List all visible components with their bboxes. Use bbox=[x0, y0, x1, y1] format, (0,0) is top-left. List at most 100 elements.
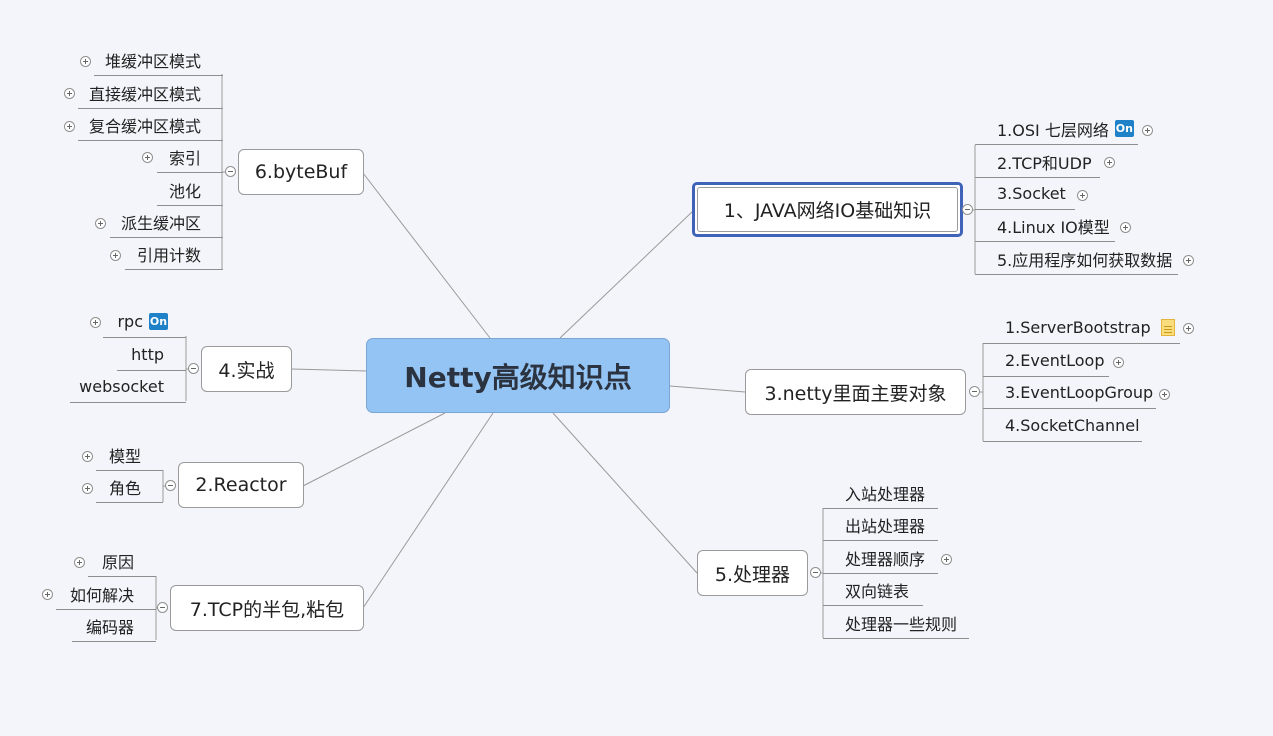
branch-java-io-collapse-toggle[interactable] bbox=[962, 204, 973, 215]
leaf-pooling-label: 池化 bbox=[168, 181, 201, 201]
leaf-http[interactable]: http bbox=[117, 339, 186, 371]
branch-practice[interactable]: 4.实战 bbox=[201, 346, 292, 392]
leaf-serverbootstrap[interactable]: 1.ServerBootstrap bbox=[983, 312, 1180, 344]
leaf-serverbootstrap-label: 1.ServerBootstrap bbox=[1005, 318, 1151, 337]
leaf-outbound-handler-label: 出站处理器 bbox=[845, 516, 926, 536]
leaf-handler-rules[interactable]: 处理器一些规则 bbox=[823, 607, 969, 639]
leaf-index[interactable]: 索引 bbox=[157, 141, 223, 173]
leaf-composite-buffer[interactable]: 复合缓冲区模式 bbox=[78, 109, 223, 141]
leaf-app-data-expand-toggle[interactable] bbox=[1183, 255, 1194, 266]
leaf-model-label: 模型 bbox=[108, 446, 141, 466]
leaf-app-data[interactable]: 5.应用程序如何获取数据 bbox=[975, 243, 1178, 275]
leaf-index-expand-toggle[interactable] bbox=[142, 152, 153, 163]
branch-practice-collapse-toggle[interactable] bbox=[188, 363, 199, 374]
branch-handlers-label: 5.处理器 bbox=[714, 563, 791, 586]
leaf-ref-count-expand-toggle[interactable] bbox=[110, 250, 121, 261]
branch-reactor[interactable]: 2.Reactor bbox=[178, 462, 304, 508]
leaf-handler-rules-label: 处理器一些规则 bbox=[845, 614, 958, 634]
branch-practice-label: 4.实战 bbox=[218, 359, 275, 382]
branch-handlers-collapse-toggle[interactable] bbox=[810, 567, 821, 578]
leaf-cause-label: 原因 bbox=[101, 552, 134, 572]
leaf-how-to-solve-label: 如何解决 bbox=[69, 585, 134, 605]
leaf-encoder[interactable]: 编码器 bbox=[72, 610, 156, 642]
branch-netty-objects-collapse-toggle[interactable] bbox=[969, 386, 980, 397]
leaf-linux-io[interactable]: 4.Linux IO模型 bbox=[975, 210, 1115, 242]
branch-bytebuf-collapse-toggle[interactable] bbox=[225, 166, 236, 177]
leaf-tcp-udp[interactable]: 2.TCP和UDP bbox=[975, 146, 1100, 178]
on-badge-icon: On bbox=[149, 313, 168, 330]
leaf-inbound-handler-label: 入站处理器 bbox=[845, 484, 926, 504]
branch-tcp-packet-collapse-toggle[interactable] bbox=[157, 602, 168, 613]
leaf-model-expand-toggle[interactable] bbox=[82, 451, 93, 462]
leaf-doubly-linked-list[interactable]: 双向链表 bbox=[823, 574, 923, 606]
branch-java-io[interactable]: 1、JAVA网络IO基础知识 bbox=[692, 182, 963, 237]
leaf-doubly-linked-list-label: 双向链表 bbox=[845, 581, 910, 601]
leaf-rpc-label: rpc bbox=[117, 312, 143, 331]
leaf-handler-order-expand-toggle[interactable] bbox=[941, 554, 952, 565]
leaf-model[interactable]: 模型 bbox=[96, 439, 163, 471]
leaf-inbound-handler[interactable]: 入站处理器 bbox=[823, 477, 938, 509]
leaf-direct-buffer-label: 直接缓冲区模式 bbox=[88, 84, 201, 104]
leaf-rpc[interactable]: rpc On bbox=[103, 306, 186, 338]
branch-java-io-label: 1、JAVA网络IO基础知识 bbox=[723, 200, 932, 222]
leaf-role-expand-toggle[interactable] bbox=[82, 483, 93, 494]
leaf-socket-label: 3.Socket bbox=[997, 184, 1066, 203]
branch-netty-objects[interactable]: 3.netty里面主要对象 bbox=[745, 369, 966, 415]
leaf-cause-expand-toggle[interactable] bbox=[74, 557, 85, 568]
leaf-osi[interactable]: 1.OSI 七层网络 On bbox=[975, 113, 1138, 145]
leaf-index-label: 索引 bbox=[168, 148, 201, 168]
leaf-role[interactable]: 角色 bbox=[96, 471, 163, 503]
leaf-serverbootstrap-expand-toggle[interactable] bbox=[1183, 323, 1194, 334]
leaf-websocket[interactable]: websocket bbox=[70, 371, 186, 403]
leaf-heap-buffer-expand-toggle[interactable] bbox=[80, 56, 91, 67]
leaf-derived-buffer-expand-toggle[interactable] bbox=[95, 218, 106, 229]
leaf-ref-count[interactable]: 引用计数 bbox=[125, 238, 223, 270]
note-icon bbox=[1160, 319, 1175, 336]
leaf-osi-expand-toggle[interactable] bbox=[1142, 125, 1153, 136]
leaf-tcp-udp-label: 2.TCP和UDP bbox=[997, 153, 1092, 173]
leaf-how-to-solve[interactable]: 如何解决 bbox=[56, 578, 156, 610]
leaf-eventloopgroup-label: 3.EventLoopGroup bbox=[1005, 383, 1154, 402]
leaf-ref-count-label: 引用计数 bbox=[136, 245, 201, 265]
leaf-derived-buffer[interactable]: 派生缓冲区 bbox=[110, 206, 223, 238]
leaf-linux-io-expand-toggle[interactable] bbox=[1120, 222, 1131, 233]
leaf-how-to-solve-expand-toggle[interactable] bbox=[42, 589, 53, 600]
leaf-heap-buffer[interactable]: 堆缓冲区模式 bbox=[94, 44, 223, 76]
leaf-direct-buffer[interactable]: 直接缓冲区模式 bbox=[78, 77, 223, 109]
leaf-socket-expand-toggle[interactable] bbox=[1077, 190, 1088, 201]
leaf-linux-io-label: 4.Linux IO模型 bbox=[997, 217, 1110, 237]
leaf-derived-buffer-label: 派生缓冲区 bbox=[120, 213, 201, 233]
leaf-pooling[interactable]: 池化 bbox=[157, 174, 223, 206]
leaf-eventloopgroup[interactable]: 3.EventLoopGroup bbox=[983, 377, 1156, 409]
leaf-handler-order[interactable]: 处理器顺序 bbox=[823, 542, 938, 574]
root-label: Netty高级知识点 bbox=[404, 360, 632, 394]
leaf-rpc-expand-toggle[interactable] bbox=[90, 317, 101, 328]
leaf-cause[interactable]: 原因 bbox=[88, 545, 156, 577]
branch-tcp-packet-label: 7.TCP的半包,粘包 bbox=[189, 598, 345, 621]
leaf-direct-buffer-expand-toggle[interactable] bbox=[64, 88, 75, 99]
leaf-eventloopgroup-expand-toggle[interactable] bbox=[1159, 389, 1170, 400]
leaf-socketchannel-label: 4.SocketChannel bbox=[1005, 416, 1140, 435]
leaf-socket[interactable]: 3.Socket bbox=[975, 178, 1075, 210]
leaf-eventloop-expand-toggle[interactable] bbox=[1113, 357, 1124, 368]
leaf-composite-buffer-expand-toggle[interactable] bbox=[64, 121, 75, 132]
leaf-handler-order-label: 处理器顺序 bbox=[845, 549, 926, 569]
leaf-composite-buffer-label: 复合缓冲区模式 bbox=[88, 116, 201, 136]
branch-reactor-label: 2.Reactor bbox=[195, 474, 287, 496]
leaf-heap-buffer-label: 堆缓冲区模式 bbox=[104, 51, 201, 71]
leaf-outbound-handler[interactable]: 出站处理器 bbox=[823, 509, 938, 541]
branch-bytebuf[interactable]: 6.byteBuf bbox=[238, 149, 364, 195]
branch-handlers[interactable]: 5.处理器 bbox=[697, 550, 808, 596]
leaf-eventloop[interactable]: 2.EventLoop bbox=[983, 345, 1109, 377]
branch-bytebuf-label: 6.byteBuf bbox=[254, 161, 348, 183]
leaf-role-label: 角色 bbox=[108, 478, 141, 498]
branch-tcp-packet[interactable]: 7.TCP的半包,粘包 bbox=[170, 585, 364, 631]
leaf-encoder-label: 编码器 bbox=[85, 617, 134, 637]
leaf-socketchannel[interactable]: 4.SocketChannel bbox=[983, 410, 1142, 442]
leaf-eventloop-label: 2.EventLoop bbox=[1005, 351, 1105, 370]
leaf-tcp-udp-expand-toggle[interactable] bbox=[1104, 157, 1115, 168]
root-node[interactable]: Netty高级知识点 bbox=[366, 338, 670, 413]
branch-netty-objects-label: 3.netty里面主要对象 bbox=[764, 382, 947, 405]
branch-reactor-collapse-toggle[interactable] bbox=[165, 480, 176, 491]
